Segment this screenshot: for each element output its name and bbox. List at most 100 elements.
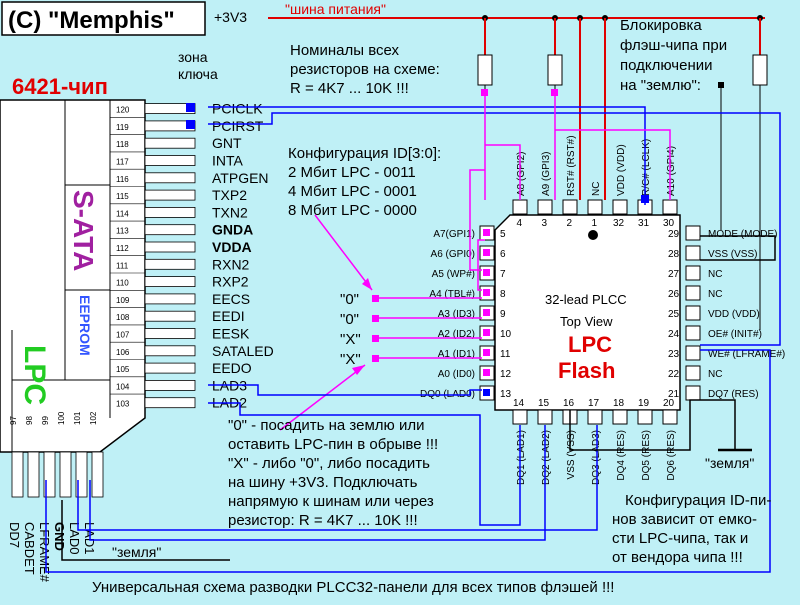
svg-text:нов зависит от емко-: нов зависит от емко- (612, 511, 757, 528)
svg-text:VDD (VDD): VDD (VDD) (616, 144, 627, 196)
flash-name-1: LPC (568, 332, 612, 357)
svg-text:подключении: подключении (620, 57, 713, 74)
flash-pin-1: 1NC (587, 182, 603, 229)
svg-text:21: 21 (668, 389, 680, 400)
flash-pin-4: 4A8 (GPI2) (512, 152, 528, 229)
svg-text:DQ4 (RES): DQ4 (RES) (616, 430, 627, 481)
connector-pin-number: 109 (116, 296, 130, 305)
flash-left-pins: 5A7(GPI1)6A6 (GPI0)7A5 (WP#)8A4 (TBL#)9A… (420, 225, 512, 401)
connector-pin-number: 113 (116, 227, 129, 236)
svg-text:4: 4 (517, 218, 523, 229)
svg-text:флэш-чипа при: флэш-чипа при (620, 37, 727, 54)
svg-text:DQ6 (RES): DQ6 (RES) (666, 430, 677, 481)
svg-text:A5 (WP#): A5 (WP#) (432, 269, 475, 280)
wire-magenta-top (469, 95, 671, 291)
key-zone-label-2: ключа (178, 66, 218, 82)
svg-text:OE# (INIT#): OE# (INIT#) (708, 329, 762, 340)
wire-ground (61, 235, 776, 561)
svg-text:на "землю":: на "землю": (620, 77, 701, 94)
svg-text:13: 13 (500, 389, 512, 400)
eeprom-label: EEPROM (77, 295, 93, 356)
svg-text:DQ7 (RES): DQ7 (RES) (708, 389, 759, 400)
svg-text:10: 10 (500, 329, 512, 340)
copyright-text: (C) "Memphis" (8, 7, 175, 34)
flash-pin-32: 32 VDD (VDD) (612, 144, 628, 229)
svg-text:101: 101 (73, 411, 82, 425)
svg-text:A2 (ID2): A2 (ID2) (438, 329, 475, 340)
bottom-pin-label: DD7 (7, 522, 22, 548)
svg-text:98: 98 (25, 416, 34, 425)
svg-text:RST# (RST#): RST# (RST#) (566, 135, 577, 196)
ground-label-bottom: "земля" (112, 544, 161, 560)
key-zone-label-1: зона (178, 49, 208, 65)
connector-pin-number: 120 (116, 106, 130, 115)
svg-text:15: 15 (538, 398, 550, 409)
connector-pin-number: 110 (116, 279, 129, 288)
connector-pin-label: ATPGEN (212, 170, 269, 186)
svg-text:VDD (VDD): VDD (VDD) (708, 309, 760, 320)
svg-text:97: 97 (9, 416, 18, 425)
svg-text:WE# (LFRAME#): WE# (LFRAME#) (708, 349, 785, 360)
svg-text:R/C# (LCLK): R/C# (LCLK) (641, 139, 652, 196)
svg-text:30: 30 (663, 218, 675, 229)
bottom-pin-label: LAD0 (67, 522, 82, 555)
connector-pin-label: VDDA (212, 239, 252, 255)
svg-text:100: 100 (57, 411, 66, 425)
connector-pin-number: 114 (116, 209, 129, 218)
svg-text:резисторов на схеме:: резисторов на схеме: (290, 61, 440, 78)
svg-text:23: 23 (668, 349, 680, 360)
svg-text:6: 6 (500, 249, 506, 260)
flash-pin-9: 9A3 (ID3) (438, 305, 506, 321)
svg-text:сти LPC-чипа, так и: сти LPC-чипа, так и (612, 530, 748, 547)
svg-text:"X" - либо "0", либо посадить: "X" - либо "0", либо посадить (228, 455, 430, 472)
svg-text:14: 14 (513, 398, 525, 409)
svg-text:2 Мбит LPC - 0011: 2 Мбит LPC - 0011 (288, 164, 416, 181)
svg-text:26: 26 (668, 289, 680, 300)
svg-text:8: 8 (500, 289, 506, 300)
connector-pin-number: 111 (116, 261, 129, 270)
connector-bottom-pin-97: 97 (9, 416, 24, 498)
svg-text:DQ5 (RES): DQ5 (RES) (641, 430, 652, 481)
connector-pin-number: 118 (116, 140, 129, 149)
power-rail (268, 15, 765, 200)
connector-pin-number: 112 (116, 244, 129, 253)
bottom-pin-label: LFRAME# (37, 522, 52, 583)
svg-text:18: 18 (613, 398, 625, 409)
connector-pin-label: SATALED (212, 343, 274, 359)
svg-text:Конфигурация ID[3:0]:: Конфигурация ID[3:0]: (288, 145, 441, 162)
id-note: Конфигурация ID-пи- нов зависит от емко-… (612, 492, 771, 566)
lpc-label: LPC (18, 345, 51, 405)
ground-label-right: "земля" (705, 455, 754, 471)
svg-text:"0": "0" (340, 311, 359, 328)
flash-pin-7: 7A5 (WP#) (432, 265, 506, 281)
connector-bottom-pin-98: 98 (25, 416, 40, 498)
svg-text:A1 (ID1): A1 (ID1) (438, 349, 475, 360)
svg-text:32: 32 (613, 218, 625, 229)
svg-text:напрямую к шинам или через: напрямую к шинам или через (228, 493, 434, 510)
flash-view: Top View (560, 314, 613, 329)
svg-text:A4 (TBL#): A4 (TBL#) (429, 289, 475, 300)
id-value-labels: "0" "0" "X" "X" (340, 291, 379, 368)
id-config-note: Конфигурация ID[3:0]: 2 Мбит LPC - 0011 … (288, 145, 441, 219)
svg-text:"X": "X" (340, 331, 361, 348)
connector-pin-label: EEDO (212, 360, 252, 376)
flash-pin-3: 3A9 (GPI3) (537, 152, 553, 229)
